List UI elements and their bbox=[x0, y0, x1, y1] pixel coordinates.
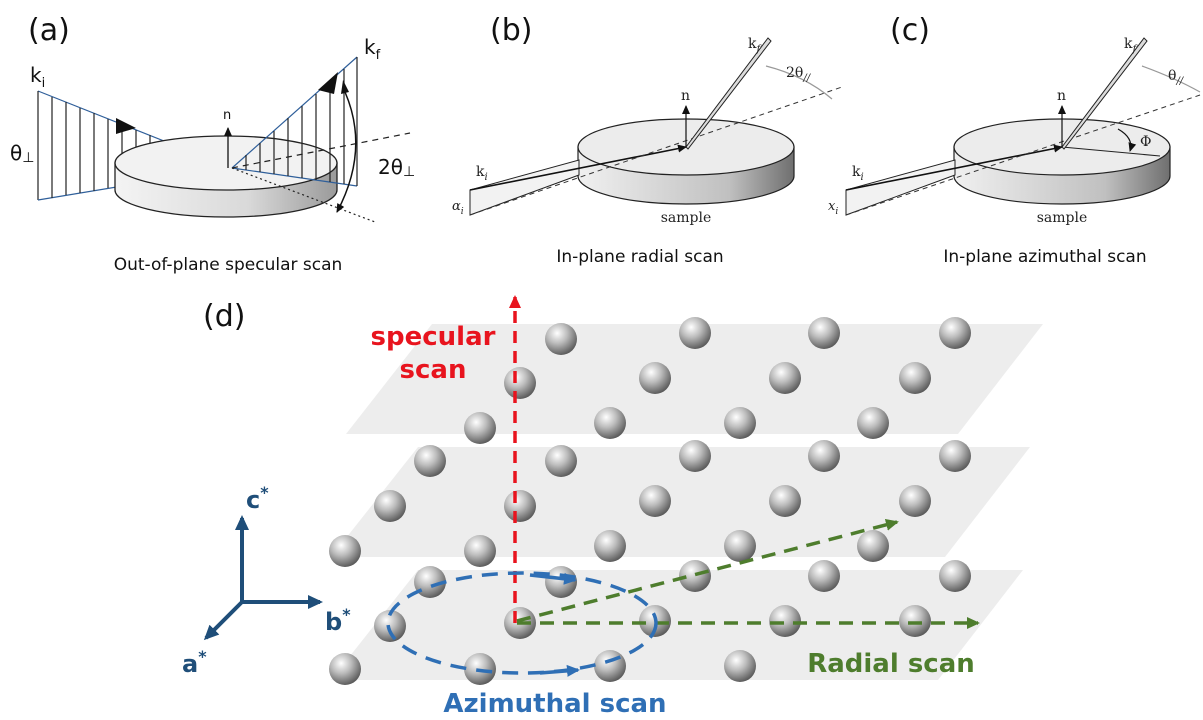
panel-a-caption: Out-of-plane specular scan bbox=[114, 255, 343, 275]
lattice-point bbox=[414, 566, 446, 598]
panel-b-caption: In-plane radial scan bbox=[556, 247, 723, 267]
panel-a-dotted-line bbox=[231, 167, 376, 223]
panel-a: (a) bbox=[10, 13, 415, 275]
lattice-point bbox=[808, 317, 840, 349]
panel-c-caption: In-plane azimuthal scan bbox=[943, 247, 1146, 267]
lattice-point bbox=[724, 650, 756, 682]
lattice-point bbox=[374, 490, 406, 522]
panel-a-kf-label: kf bbox=[364, 35, 381, 63]
panel-c-angle-label: θ// bbox=[1168, 68, 1185, 87]
lattice-point bbox=[857, 407, 889, 439]
panel-c: (c) n kf θ// Φ ki xi sample In-plane azi… bbox=[828, 13, 1201, 267]
azimuthal-scan-ellipse bbox=[386, 571, 658, 675]
specular-scan-label-line1: specular bbox=[371, 322, 496, 352]
lattice-points bbox=[329, 317, 971, 685]
azimuthal-scan-arrowhead-top bbox=[529, 572, 577, 585]
lattice-point bbox=[679, 560, 711, 592]
lattice-point bbox=[504, 367, 536, 399]
panel-a-theta-label: θ⊥ bbox=[10, 141, 34, 166]
panel-a-sample-disk bbox=[114, 135, 338, 218]
panel-b-normal-label: n bbox=[681, 88, 690, 104]
lattice-point bbox=[808, 440, 840, 472]
lattice-point bbox=[545, 323, 577, 355]
lattice-point bbox=[769, 362, 801, 394]
lattice-point bbox=[724, 407, 756, 439]
panel-c-normal-label: n bbox=[1057, 88, 1066, 104]
lattice-point bbox=[639, 362, 671, 394]
lattice-point bbox=[594, 530, 626, 562]
lattice-point bbox=[504, 490, 536, 522]
panel-c-ki-label: ki bbox=[852, 164, 864, 183]
panel-c-exit-beam bbox=[1061, 37, 1148, 150]
lattice-point bbox=[639, 485, 671, 517]
lattice-point bbox=[939, 317, 971, 349]
panel-b-angle-label: 2θ// bbox=[786, 65, 812, 84]
lattice-point bbox=[545, 445, 577, 477]
panel-c-angle-arc bbox=[1141, 65, 1201, 93]
lattice-point bbox=[545, 566, 577, 598]
panel-b-incident-ray bbox=[469, 144, 687, 191]
lattice-point bbox=[899, 362, 931, 394]
lattice-point bbox=[939, 560, 971, 592]
lattice-point bbox=[899, 605, 931, 637]
lattice-plane-top bbox=[346, 324, 1043, 434]
panel-c-phi-arc bbox=[1117, 128, 1137, 152]
azimuthal-scan-arrowhead bbox=[539, 664, 580, 677]
lattice-plane-middle bbox=[331, 447, 1030, 557]
panel-b: (b) n kf 2θ// ki αi sample In-plane radi… bbox=[452, 13, 843, 267]
b-star-label: b* bbox=[325, 605, 351, 636]
lattice-point bbox=[679, 440, 711, 472]
panel-b-ki-label: ki bbox=[476, 164, 488, 183]
radial-scan-label: Radial scan bbox=[807, 649, 975, 679]
lattice-point bbox=[939, 440, 971, 472]
lattice-point bbox=[769, 605, 801, 637]
lattice-point bbox=[464, 535, 496, 567]
lattice-point bbox=[808, 560, 840, 592]
panel-a-two-theta-label: 2θ⊥ bbox=[378, 155, 415, 180]
panel-b-kf-label: kf bbox=[748, 36, 762, 55]
panel-d: (d) specular scan Radial scan Azimuthal … bbox=[182, 295, 1043, 719]
panel-d-label: (d) bbox=[203, 299, 245, 334]
c-star-label: c* bbox=[246, 483, 269, 514]
panel-c-phi-label: Φ bbox=[1140, 134, 1151, 150]
panel-c-sample-label: sample bbox=[1037, 210, 1088, 226]
lattice-point bbox=[724, 530, 756, 562]
panel-b-label: (b) bbox=[490, 13, 532, 48]
panel-c-kf-label: kf bbox=[1124, 36, 1138, 55]
lattice-point bbox=[329, 653, 361, 685]
reciprocal-axes: c* b* a* bbox=[182, 483, 351, 678]
panel-a-label: (a) bbox=[28, 13, 70, 48]
panel-c-alpha-label: xi bbox=[828, 199, 838, 217]
panel-c-label: (c) bbox=[890, 13, 930, 48]
panel-a-normal-label: n bbox=[223, 108, 231, 123]
a-star-label: a* bbox=[182, 647, 207, 678]
panel-c-in-plane-line bbox=[1061, 146, 1161, 157]
a-star-axis bbox=[203, 600, 244, 641]
lattice-plane-bottom bbox=[331, 570, 1023, 680]
panel-a-two-theta-arc bbox=[336, 91, 357, 213]
lattice-point bbox=[414, 445, 446, 477]
panel-b-surface-line bbox=[469, 86, 843, 216]
panel-a-surface-line bbox=[231, 132, 411, 169]
panel-a-ki-label: ki bbox=[30, 63, 45, 91]
panel-b-sample-label: sample bbox=[661, 210, 712, 226]
panel-b-alpha-label: αi bbox=[452, 199, 464, 217]
lattice-point bbox=[679, 317, 711, 349]
lattice-point bbox=[594, 407, 626, 439]
lattice-point bbox=[769, 485, 801, 517]
lattice-point bbox=[464, 412, 496, 444]
specular-scan-label-line2: scan bbox=[400, 355, 467, 385]
panel-b-angle-arc bbox=[765, 65, 833, 100]
panel-a-arc-arrowhead bbox=[341, 80, 349, 94]
lattice-point bbox=[594, 650, 626, 682]
lattice-point bbox=[899, 485, 931, 517]
panel-b-exit-beam bbox=[685, 37, 772, 150]
lattice-point bbox=[857, 530, 889, 562]
radial-scan-arrow-diagonal bbox=[516, 518, 899, 623]
lattice-point bbox=[329, 535, 361, 567]
azimuthal-scan-label: Azimuthal scan bbox=[443, 689, 666, 719]
